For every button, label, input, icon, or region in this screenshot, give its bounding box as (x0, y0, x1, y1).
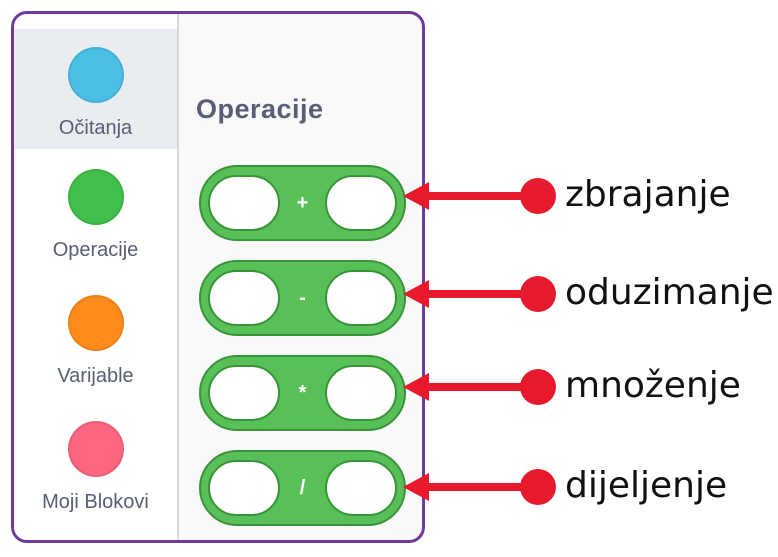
annotation-division: dijeljenje (395, 457, 778, 517)
annotation-label: zbrajanje (565, 174, 731, 215)
category-sensing[interactable]: Očitanja (14, 29, 177, 149)
operator-label: * (298, 382, 307, 404)
annotation-label: oduzimanje (565, 272, 774, 313)
category-my-blocks-dot (67, 421, 124, 477)
operator-label: + (296, 192, 309, 214)
left-input-slot[interactable] (208, 460, 280, 516)
category-sensing-dot (67, 47, 124, 103)
left-input-slot[interactable] (208, 270, 280, 326)
annotation-arrow (403, 276, 556, 312)
category-my-blocks[interactable]: Moji Blokovi (14, 403, 177, 523)
annotation-label: dijeljenje (565, 465, 728, 506)
category-variables-dot (67, 295, 124, 351)
add-block[interactable]: + (199, 165, 406, 241)
category-label: Operacije (52, 239, 139, 261)
palette-title: Operacije (196, 94, 324, 124)
category-label: Moji Blokovi (42, 491, 149, 513)
annotation-multiplication: množenje (395, 357, 778, 417)
multiply-block[interactable]: * (199, 355, 406, 431)
right-input-slot[interactable] (325, 460, 397, 516)
left-input-slot[interactable] (208, 175, 280, 231)
annotation-arrow (403, 469, 556, 505)
category-variables[interactable]: Varijable (14, 277, 177, 397)
divide-block[interactable]: / (199, 450, 406, 526)
annotation-label: množenje (565, 365, 741, 406)
annotation-arrow (403, 369, 556, 405)
annotation-arrow (403, 178, 556, 214)
right-input-slot[interactable] (325, 175, 397, 231)
operator-label: / (299, 477, 306, 499)
operator-label: - (299, 287, 306, 309)
category-sidebar: Očitanja Operacije Varijable Moji Blokov… (14, 14, 179, 540)
right-input-slot[interactable] (325, 365, 397, 421)
annotation-subtraction: oduzimanje (395, 264, 778, 324)
category-label: Očitanja (58, 117, 133, 139)
category-operators-dot (67, 169, 124, 225)
right-input-slot[interactable] (325, 270, 397, 326)
annotation-addition: zbrajanje (395, 166, 778, 226)
editor-frame: Očitanja Operacije Varijable Moji Blokov… (11, 11, 425, 543)
left-input-slot[interactable] (208, 365, 280, 421)
subtract-block[interactable]: - (199, 260, 406, 336)
category-label: Varijable (57, 365, 134, 387)
category-operators[interactable]: Operacije (14, 151, 177, 271)
